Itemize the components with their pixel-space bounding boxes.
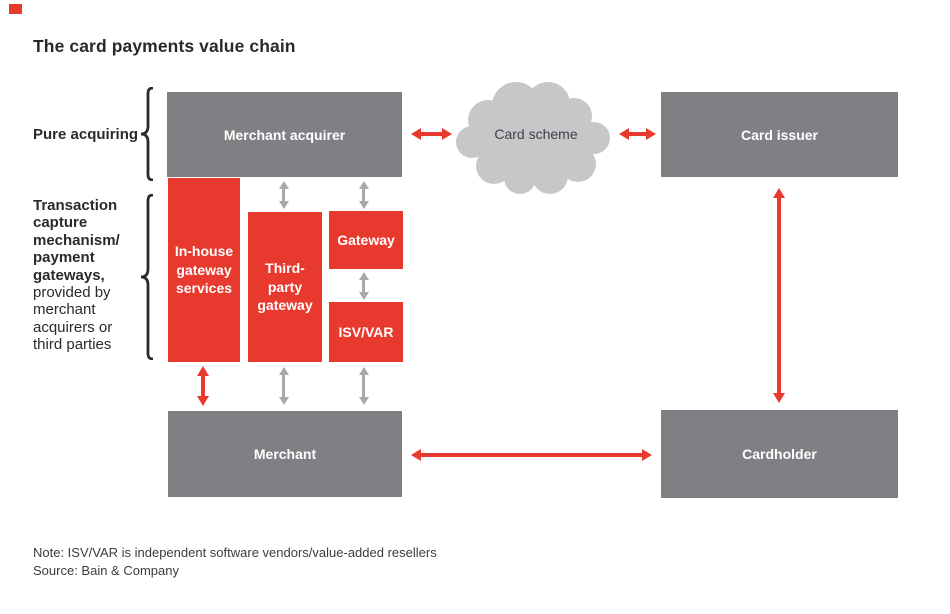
arrow-merchant-cardholder — [421, 453, 642, 457]
node-in-house-gateway: In-house gateway services — [168, 178, 240, 362]
footnote: Note: ISV/VAR is independent software ve… — [33, 544, 437, 580]
label-transaction-capture-regular: provided by merchant acquirers or third … — [33, 283, 113, 354]
arrow-issuer-cardholder — [777, 198, 781, 393]
node-cardholder-label: Cardholder — [742, 446, 817, 462]
brace-pure-acquiring — [140, 87, 154, 181]
red-square-mark-icon — [9, 4, 22, 14]
node-merchant: Merchant — [168, 411, 402, 497]
node-in-house-gateway-label: In-house gateway services — [174, 242, 234, 297]
arrow-acquirer-thirdparty — [282, 189, 285, 201]
brace-transaction-capture — [140, 194, 154, 360]
label-pure-acquiring: Pure acquiring — [33, 126, 139, 143]
card-scheme-cloud-icon — [456, 82, 610, 194]
node-third-party-gateway-label: Third- party gateway — [257, 259, 313, 314]
arrow-acquirer-gateway — [362, 189, 365, 201]
label-transaction-capture-bold: Transaction capture mechanism/ payment g… — [33, 197, 120, 284]
arrow-inhouse-merchant — [201, 376, 205, 396]
node-card-issuer: Card issuer — [661, 92, 898, 177]
node-card-scheme-label: Card scheme — [494, 126, 578, 142]
node-gateway-label: Gateway — [337, 231, 395, 248]
arrow-gateway-isvvar — [362, 280, 365, 292]
footnote-source: Source: Bain & Company — [33, 563, 179, 578]
label-transaction-capture: Transaction capture mechanism/ payment g… — [33, 197, 145, 354]
node-card-issuer-label: Card issuer — [740, 126, 819, 143]
arrow-isvvar-merchant — [362, 375, 365, 397]
page-title: The card payments value chain — [33, 36, 296, 56]
node-merchant-label: Merchant — [253, 446, 317, 462]
node-cardholder: Cardholder — [661, 410, 898, 498]
arrow-scheme-issuer — [629, 132, 646, 136]
node-merchant-acquirer: Merchant acquirer — [167, 92, 402, 177]
footnote-note: Note: ISV/VAR is independent software ve… — [33, 545, 437, 560]
node-isv-var: ISV/VAR — [329, 302, 403, 362]
node-gateway: Gateway — [329, 211, 403, 269]
node-merchant-acquirer-label: Merchant acquirer — [223, 126, 346, 143]
arrow-thirdparty-merchant — [282, 375, 285, 397]
node-third-party-gateway: Third- party gateway — [248, 212, 322, 362]
arrow-acquirer-scheme — [421, 132, 442, 136]
node-isv-var-label: ISV/VAR — [338, 323, 394, 340]
